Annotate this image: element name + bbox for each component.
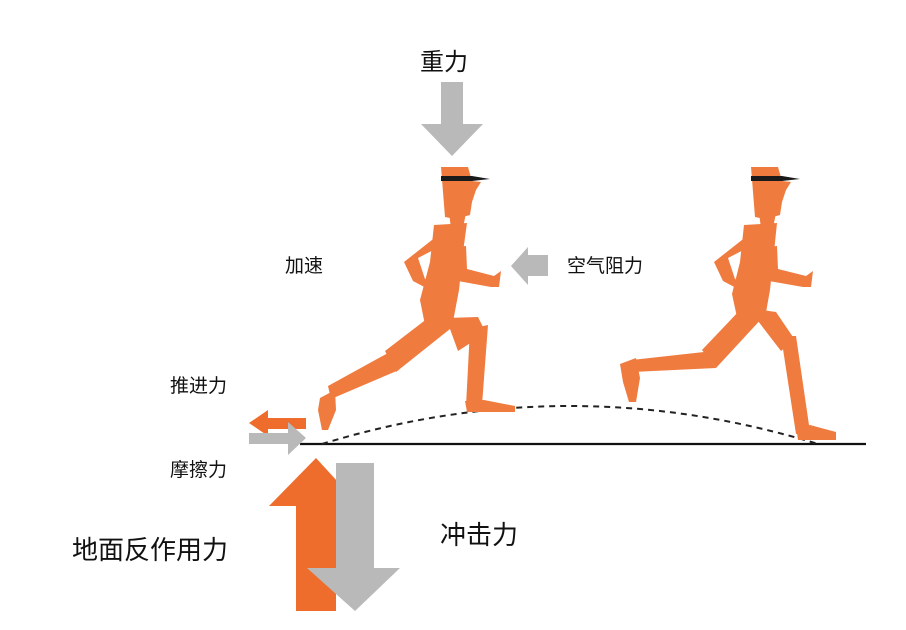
cap-visor: [441, 176, 490, 181]
runner-figure-airborne: [620, 167, 836, 440]
runner-figure-accelerating: [318, 167, 515, 430]
cap-visor: [751, 176, 800, 181]
air-resistance-label: 空气阻力: [567, 255, 644, 277]
propulsion-label: 推进力: [170, 375, 228, 397]
gravity-label: 重力: [420, 48, 468, 76]
impact-arrow: [307, 463, 400, 611]
friction-label: 摩擦力: [170, 459, 228, 481]
ground-reaction-label: 地面反作用力: [72, 536, 229, 566]
impact-label: 冲击力: [440, 521, 519, 551]
friction-arrow: [249, 422, 306, 455]
air-resistance-arrow: [511, 247, 548, 285]
gravity-arrow: [421, 82, 483, 156]
propulsion-arrow: [249, 410, 306, 436]
acceleration-label: 加速: [285, 255, 324, 277]
trajectory-arc: [321, 405, 819, 445]
